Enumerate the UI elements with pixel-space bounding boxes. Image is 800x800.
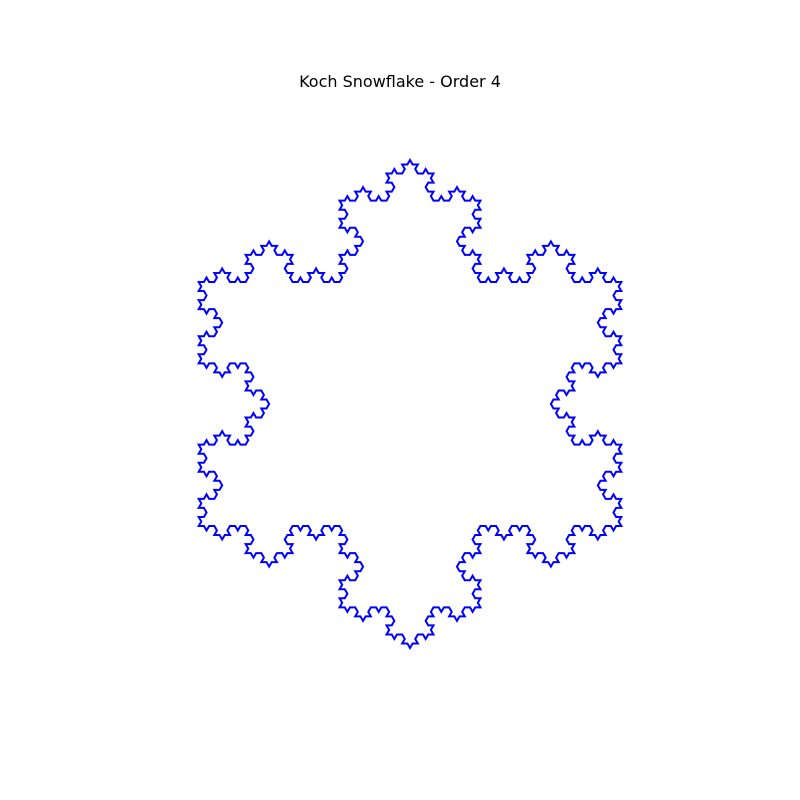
koch-curve [196, 158, 624, 650]
plot-title: Koch Snowflake - Order 4 [299, 72, 501, 91]
